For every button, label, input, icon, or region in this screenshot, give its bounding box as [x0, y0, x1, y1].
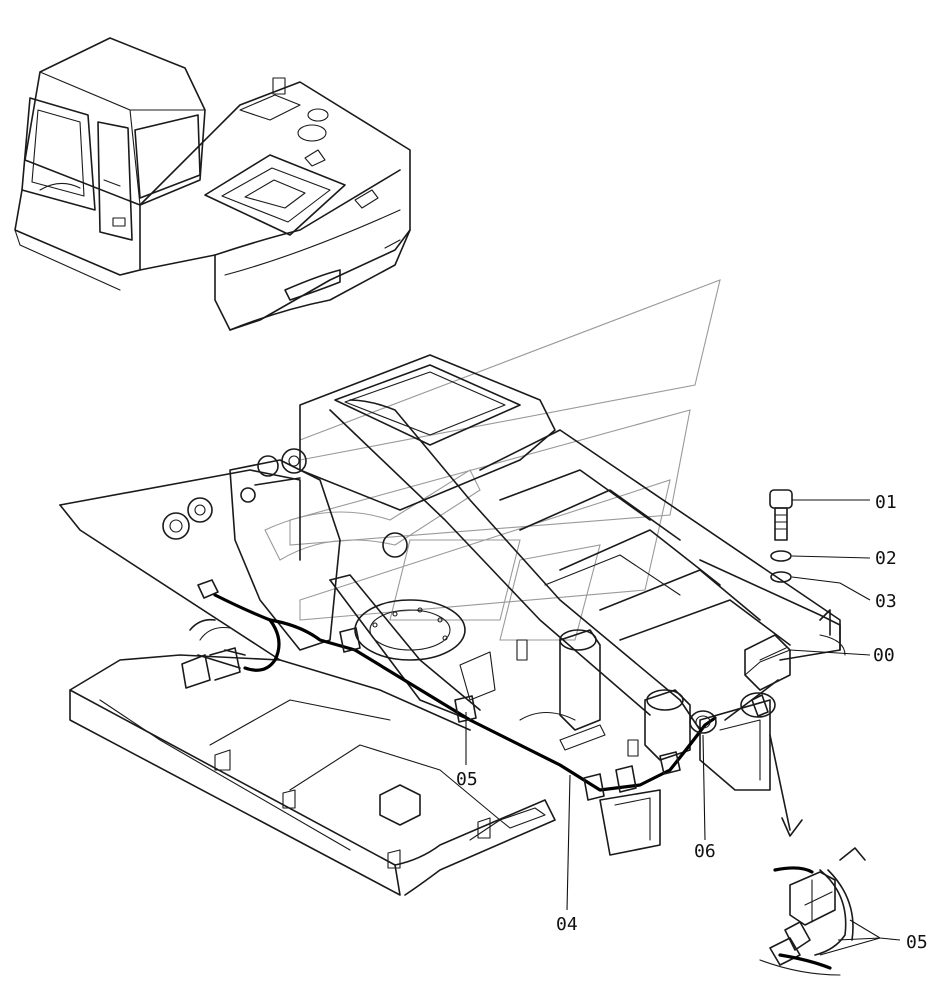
wiring-harness	[189, 593, 779, 792]
spring-washer-02	[770, 550, 792, 562]
label-05-detail: 05	[906, 932, 928, 953]
watermark-logo	[264, 279, 721, 641]
label-03: 03	[875, 591, 897, 612]
grommet-06	[689, 710, 717, 734]
harness-clamps	[339, 627, 681, 801]
revolving-frame	[59, 354, 846, 896]
label-05-center: 05	[456, 769, 478, 790]
label-01: 01	[875, 492, 897, 513]
label-04: 04	[556, 914, 578, 935]
label-02: 02	[875, 548, 897, 569]
cab-assembly	[14, 37, 411, 331]
detail-view	[759, 734, 866, 976]
label-00: 00	[873, 645, 895, 666]
part-labels: 01 02 03 00 05 06 04 05	[456, 492, 928, 953]
bolt-01	[769, 489, 793, 541]
label-06: 06	[694, 841, 716, 862]
sensor-unit-00	[740, 634, 791, 718]
left-connector	[181, 579, 246, 689]
leader-lines	[465, 499, 901, 956]
plain-washer-03	[770, 571, 792, 583]
